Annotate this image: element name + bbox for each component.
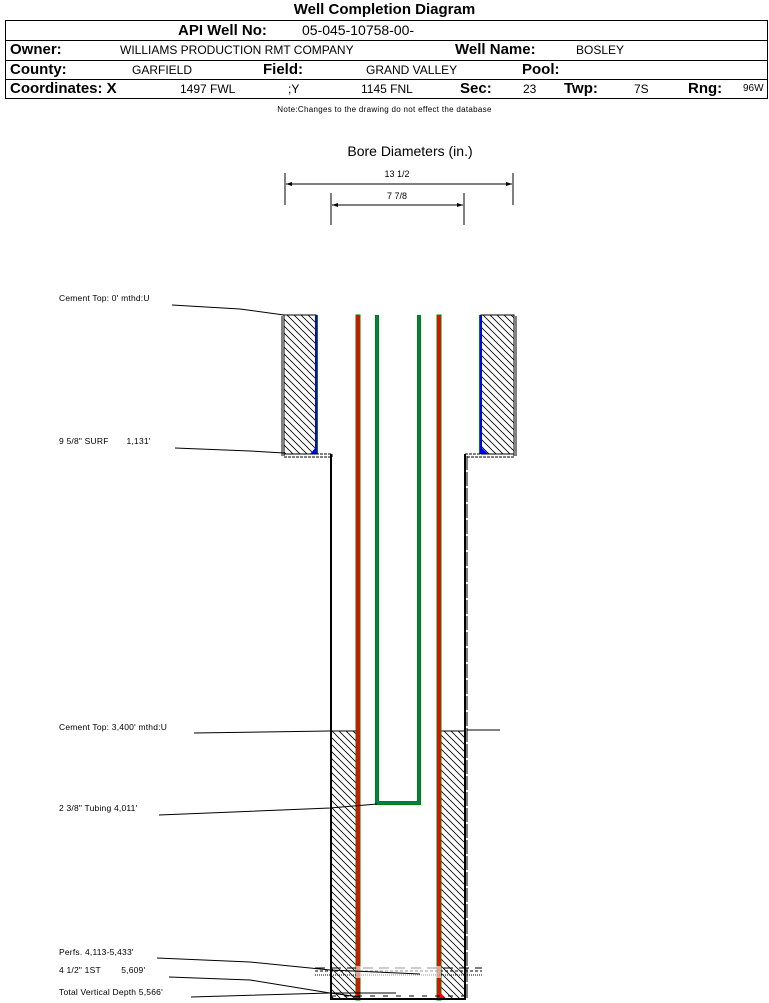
rng-label: Rng: [688, 80, 723, 97]
well-name-label: Well Name: [455, 41, 536, 58]
bore-dimension-outer: 13 1/2 [284, 169, 514, 205]
coord-x-value: 1497 FWL [180, 82, 236, 96]
leader-tubing [158, 803, 378, 816]
header-table [5, 20, 768, 99]
production-cement-left [332, 731, 357, 999]
annotation-total-vertical-depth: Total Vertical Depth 5,566' [59, 987, 163, 997]
owner-value: WILLIAMS PRODUCTION RMT COMPANY [120, 43, 354, 57]
annotation-tubing: 2 3/8" Tubing 4,011' [59, 803, 138, 813]
coord-y-value: 1145 FNL [361, 82, 413, 96]
bore-diameters-title: Bore Diameters (in.) [347, 143, 472, 159]
diagram-title: Well Completion Diagram [293, 1, 476, 18]
annotation-cement-top-production: Cement Top: 3,400' mthd:U [59, 722, 167, 732]
field-value: GRAND VALLEY [366, 63, 458, 77]
header-rule [5, 79, 768, 80]
surface-cement-left [283, 314, 317, 455]
coord-y-label: ;Y [288, 82, 300, 96]
header-rule [5, 40, 768, 41]
leader-perfs [156, 957, 421, 975]
annotation-cement-top-surface: Cement Top: 0' mthd:U [59, 293, 150, 303]
annotation-production-casing: 4 1/2" 1ST 5,609' [59, 965, 145, 975]
surface-cement-right [480, 314, 515, 455]
pool-label: Pool: [522, 61, 560, 78]
production-casing-right [436, 314, 442, 1001]
database-note: Note:Changes to the drawing do not effec… [277, 105, 492, 114]
production-casing-shoe-right [438, 990, 446, 999]
bore-diameter-outer-label: 13 1/2 [384, 169, 409, 179]
leader-cement-top-surface [171, 304, 285, 316]
coordinates-label: Coordinates: X [10, 80, 117, 97]
leader-production-casing [168, 976, 361, 998]
rng-value: 96W [743, 83, 764, 94]
county-value: GARFIELD [132, 63, 193, 77]
header-rule [5, 20, 768, 21]
production-casing-left [355, 314, 361, 1001]
owner-label: Owner: [10, 41, 62, 58]
tubing [375, 315, 421, 805]
api-value: 05-045-10758-00- [302, 22, 415, 38]
twp-label: Twp: [564, 80, 598, 97]
sec-label: Sec: [460, 80, 492, 97]
sec-value: 23 [523, 82, 537, 96]
leader-total-vertical-depth [190, 992, 396, 998]
annotation-perfs: Perfs. 4,113-5,433' [59, 947, 134, 957]
header-rule [5, 60, 768, 61]
bore-diameter-inner-label: 7 7/8 [387, 191, 407, 201]
county-label: County: [10, 61, 67, 78]
surface-casing-shoe-left [310, 446, 317, 454]
leader-surface-casing [174, 447, 285, 454]
hole-step-right [464, 453, 515, 458]
field-label: Field: [263, 61, 303, 78]
annotation-surface-casing: 9 5/8" SURF 1,131' [59, 436, 151, 446]
well-name-value: BOSLEY [576, 43, 625, 57]
production-cement-right [440, 731, 465, 999]
surface-casing-shoe-right [480, 446, 488, 454]
api-label: API Well No: [178, 22, 267, 39]
twp-value: 7S [634, 82, 649, 96]
bore-dimension-inner: 7 7/8 [330, 191, 465, 225]
leader-cement-top-production [193, 730, 331, 734]
